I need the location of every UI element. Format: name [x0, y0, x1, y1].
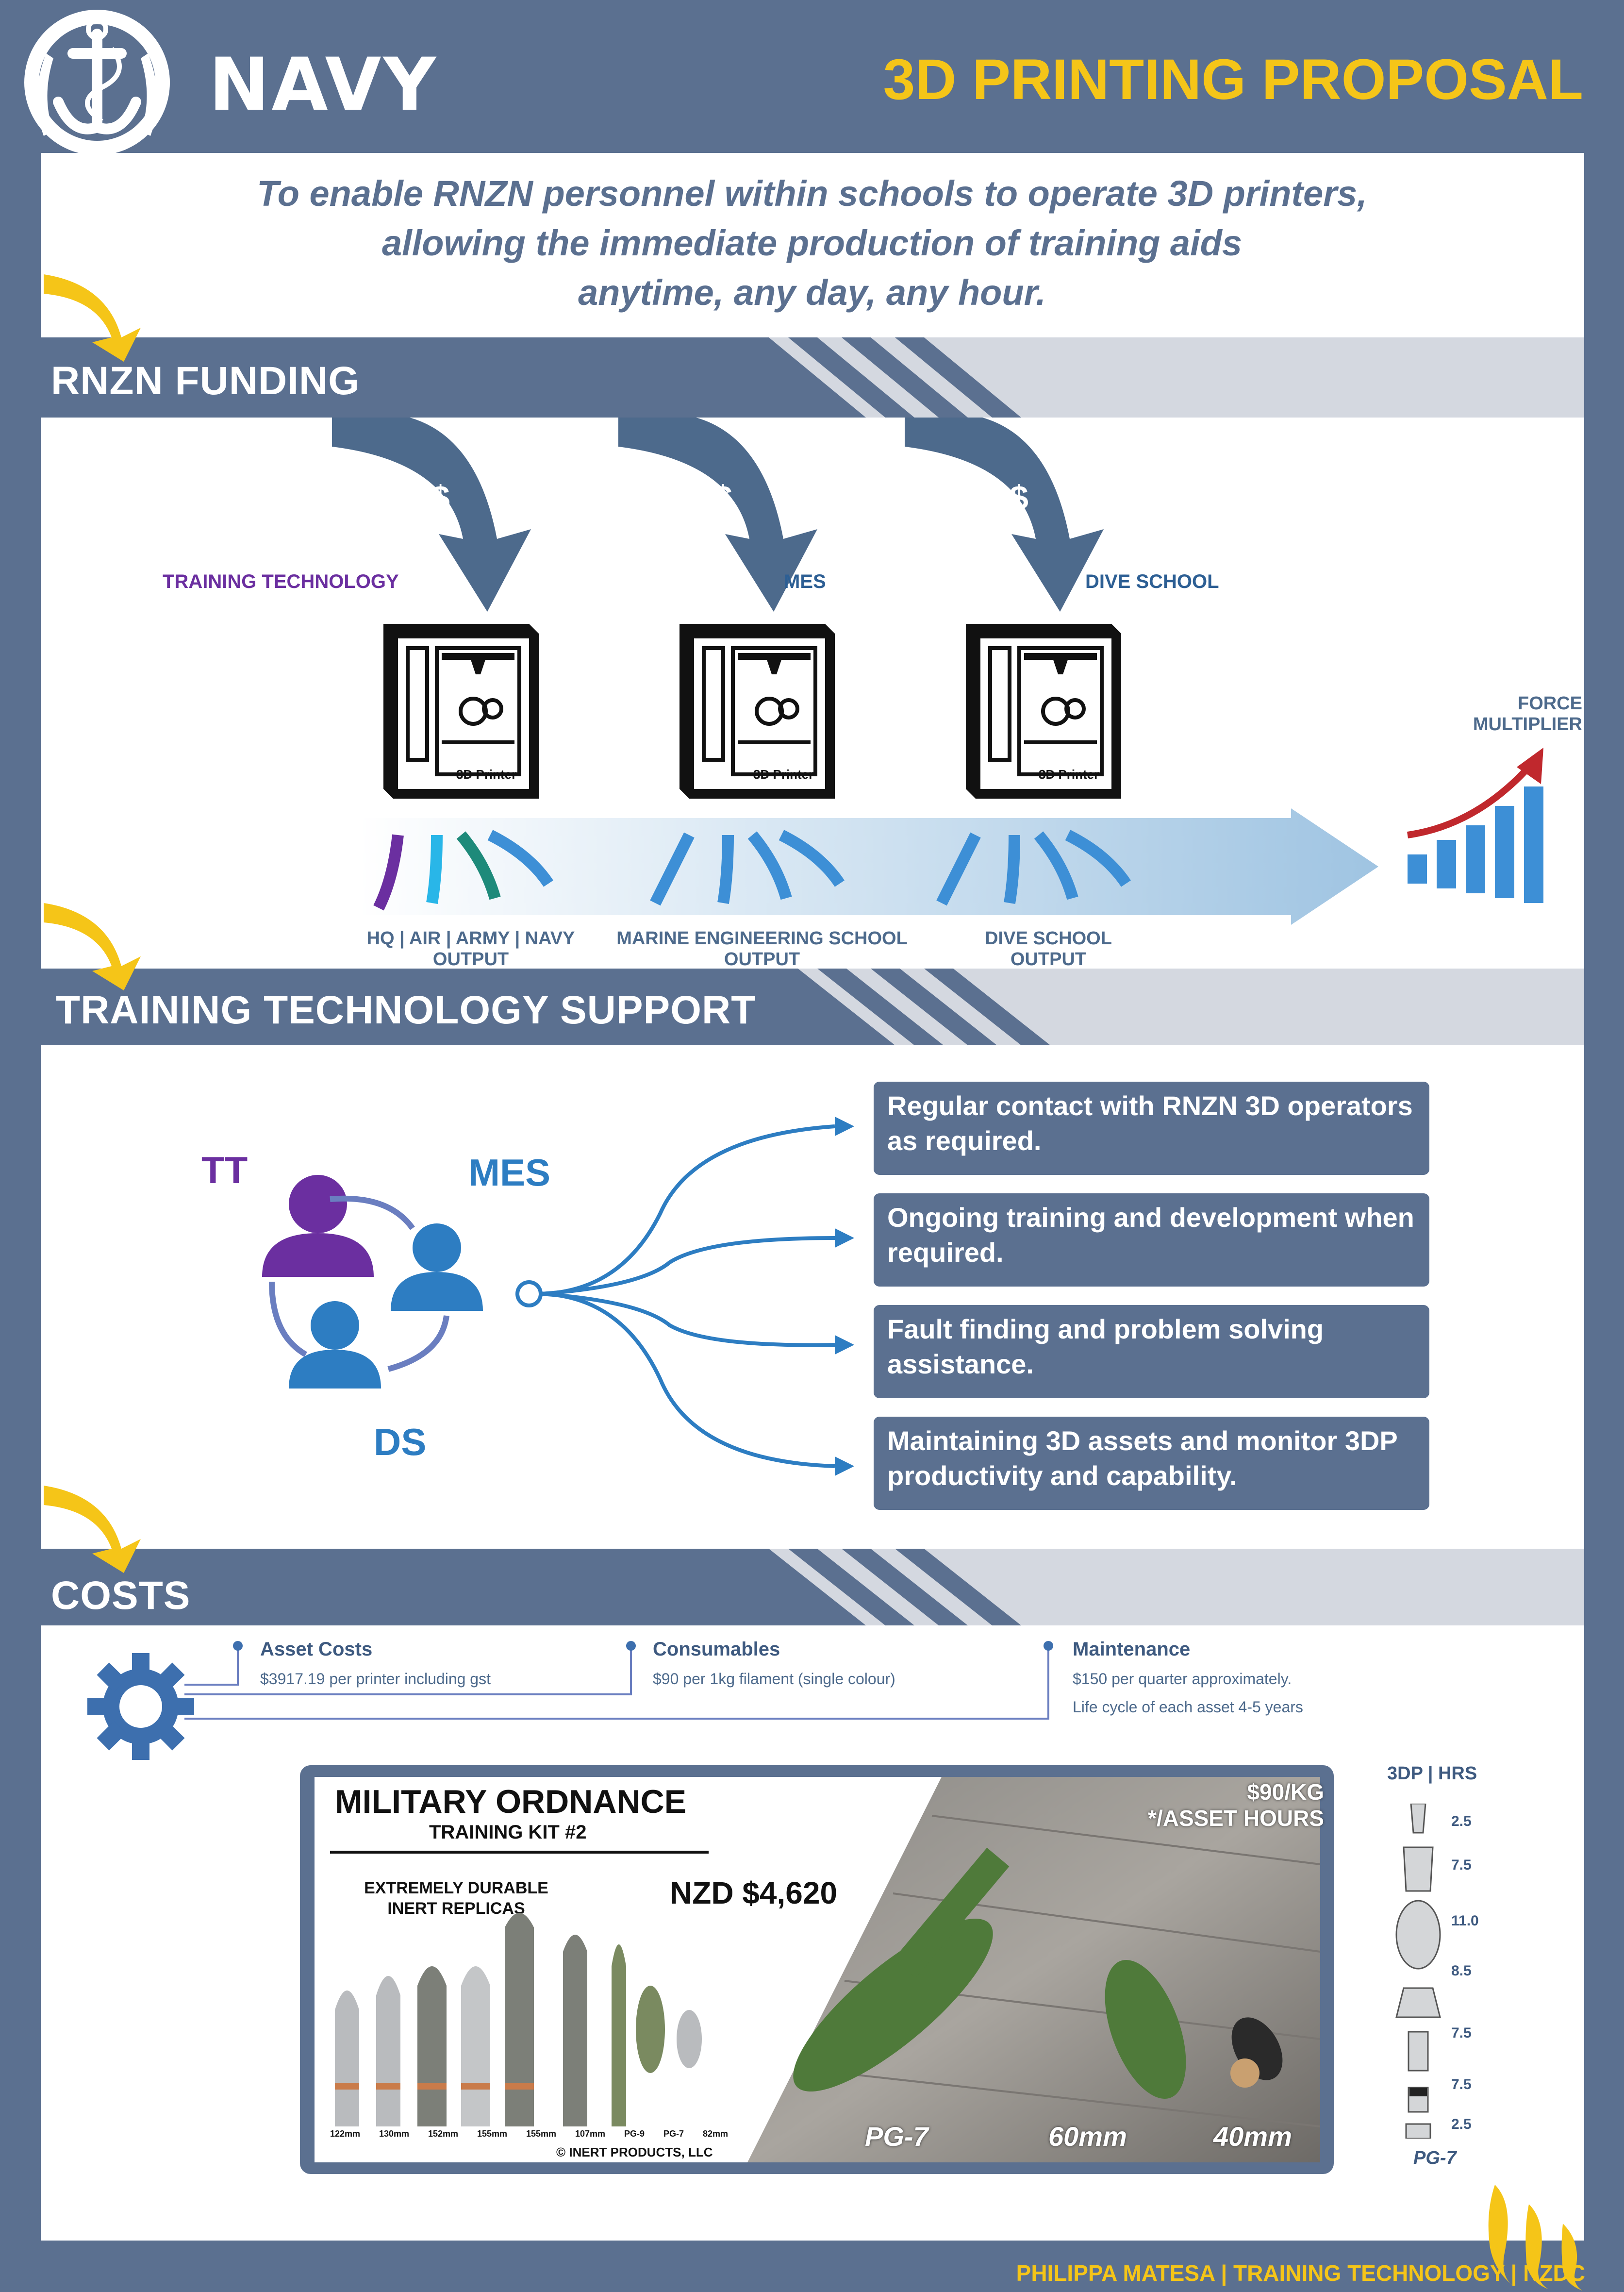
cost-title: Consumables: [653, 1639, 780, 1660]
hours-value: 8.5: [1451, 1963, 1472, 1979]
photo-rate: $90/KG: [1247, 1779, 1324, 1805]
kit-subtitle: TRAINING KIT #2: [429, 1822, 587, 1843]
shell-size: 155mm: [526, 2129, 557, 2139]
intro-panel: [41, 153, 1584, 337]
navy-wordmark: NAVY: [209, 43, 438, 127]
output-label-3: DIVE SCHOOL OUTPUT: [951, 928, 1145, 970]
growth-chart-icon: [1407, 748, 1543, 903]
hours-caption: PG-7: [1413, 2148, 1457, 2168]
intro-line-2: allowing the immediate production of tra…: [382, 223, 1242, 263]
dollar-icon-3: $: [1010, 479, 1028, 517]
shell-size: 107mm: [575, 2129, 606, 2139]
3d-printer-icon: [383, 624, 539, 799]
shell-size: PG-9: [624, 2129, 645, 2139]
role-label-tt: TT: [201, 1149, 248, 1191]
printer-label-mes: MES: [784, 571, 826, 592]
footer-credit: PHILIPPA MATESA | TRAINING TECHNOLOGY | …: [1016, 2260, 1585, 2286]
hours-value: 7.5: [1451, 2076, 1472, 2092]
output-label-2: MARINE ENGINEERING SCHOOL OUTPUT: [616, 928, 908, 970]
kit-description-line: INERT REPLICAS: [387, 1899, 525, 1918]
brand-mark-icon: [1488, 2185, 1582, 2291]
kit-price: NZD $4,620: [670, 1875, 838, 1910]
3d-printer-icon: [679, 624, 835, 799]
section-arrow-icon: [44, 274, 141, 362]
output-label-1: HQ | AIR | ARMY | NAVY OUTPUT: [340, 928, 602, 970]
support-item-2: Ongoing training and development when re…: [874, 1193, 1429, 1287]
force-multiplier-label: FORCE MULTIPLIER: [1398, 693, 1582, 735]
cost-line: $150 per quarter approximately.: [1073, 1670, 1292, 1688]
photo-label-pg7: PG-7: [865, 2121, 928, 2152]
kit-description: EXTREMELY DURABLE INERT REPLICAS: [330, 1878, 582, 1919]
support-item-3: Fault finding and problem solving assist…: [874, 1305, 1429, 1398]
navy-crest-logo: [24, 10, 170, 155]
hours-value: 7.5: [1451, 1857, 1472, 1873]
ordnance-shells-image: [335, 1913, 702, 2126]
role-label-ds: DS: [374, 1421, 427, 1463]
dollar-icon-2: $: [713, 479, 732, 517]
output-line: HQ | AIR | ARMY | NAVY: [366, 928, 575, 949]
output-line: OUTPUT: [1010, 949, 1087, 970]
cost-line: $3917.19 per printer including gst: [260, 1670, 491, 1688]
hours-value: 7.5: [1451, 2025, 1472, 2041]
shell-size: 155mm: [477, 2129, 508, 2139]
cost-title: Asset Costs: [260, 1639, 373, 1660]
shell-size: PG-7: [663, 2129, 684, 2139]
section-arrow-icon: [44, 903, 141, 990]
force-line: MULTIPLIER: [1473, 714, 1582, 735]
support-section-title: TRAINING TECHNOLOGY SUPPORT: [56, 988, 756, 1032]
photo-label-60mm: 60mm: [1048, 2121, 1127, 2152]
costs-band-stripes: [41, 1549, 1021, 1625]
shell-size: 122mm: [330, 2129, 361, 2139]
shell-size: 82mm: [702, 2129, 728, 2139]
cost-connector-lines: [184, 1641, 1053, 1720]
kit-copyright: © INERT PRODUCTS, LLC: [556, 2145, 713, 2159]
cost-line: $90 per 1kg filament (single colour): [653, 1670, 895, 1688]
output-line: OUTPUT: [724, 949, 800, 970]
photo-label-40mm: 40mm: [1213, 2121, 1292, 2152]
role-label-mes: MES: [468, 1151, 551, 1194]
gear-icon: [87, 1653, 194, 1760]
team-cycle-icon: [262, 1175, 483, 1389]
page-title: 3D PRINTING PROPOSAL: [883, 48, 1583, 112]
cost-line: Life cycle of each asset 4-5 years: [1073, 1698, 1303, 1716]
funding-section-title: RNZN FUNDING: [51, 359, 360, 403]
force-line: FORCE: [1518, 693, 1582, 714]
shell-size-labels: 122mm 130mm 152mm 155mm 155mm 107mm PG-9…: [330, 2129, 728, 2139]
hours-value: 2.5: [1451, 1813, 1472, 1829]
dollar-icon-1: $: [431, 479, 450, 517]
kit-photo: [747, 1777, 1320, 2162]
kit-title: MILITARY ORDNANCE: [335, 1783, 687, 1820]
funding-band-stripes: [41, 337, 1021, 418]
photo-rate-2: */ASSET HOURS: [1148, 1806, 1324, 1831]
intro-line-1: To enable RNZN personnel within schools …: [257, 173, 1367, 214]
output-line: MARINE ENGINEERING SCHOOL: [616, 928, 908, 949]
cost-title: Maintenance: [1073, 1639, 1191, 1660]
3d-printer-icon: [966, 624, 1121, 799]
printer-caption: 3D Printer: [753, 767, 814, 782]
output-line: OUTPUT: [432, 949, 509, 970]
funding-flow-arrows: [332, 418, 1104, 612]
hours-title: 3DP | HRS: [1387, 1763, 1477, 1784]
intro-line-3: anytime, any day, any hour.: [578, 272, 1046, 313]
output-line: DIVE SCHOOL: [985, 928, 1112, 949]
printer-label-dive-school: DIVE SCHOOL: [1085, 571, 1219, 592]
printer-caption: 3D Printer: [456, 767, 517, 782]
support-item-1: Regular contact with RNZN 3D operators a…: [874, 1082, 1429, 1175]
printer-label-training-technology: TRAINING TECHNOLOGY: [163, 571, 399, 592]
hours-value: 11.0: [1451, 1913, 1479, 1929]
pg7-segments-image: [1395, 1804, 1441, 2139]
kit-description-line: EXTREMELY DURABLE: [364, 1879, 548, 1897]
kit-divider: [330, 1851, 709, 1854]
output-arrows: [373, 830, 1131, 911]
costs-section-title: COSTS: [51, 1573, 191, 1618]
hours-value: 2.5: [1451, 2116, 1472, 2132]
shell-size: 152mm: [428, 2129, 459, 2139]
support-item-4: Maintaining 3D assets and monitor 3DP pr…: [874, 1417, 1429, 1510]
shell-size: 130mm: [379, 2129, 410, 2139]
support-band-stripes: [41, 969, 1050, 1045]
section-arrow-icon: [44, 1486, 141, 1573]
support-branch-lines: [515, 1117, 854, 1476]
printer-caption: 3D Printer: [1039, 767, 1099, 782]
output-flow-bar: [359, 808, 1378, 925]
